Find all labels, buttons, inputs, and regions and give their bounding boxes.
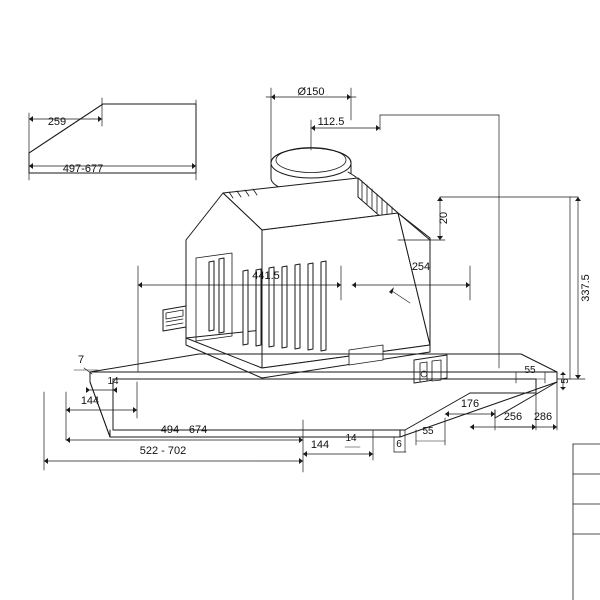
- hood-body: [162, 177, 448, 384]
- dim-55-right: 55: [524, 365, 536, 376]
- dim-497-677: 497-677: [63, 163, 103, 175]
- dim-14-left: 14: [107, 376, 119, 387]
- dims-worktop: [28, 97, 197, 181]
- dim-256: 256: [504, 411, 522, 423]
- dim-20: 20: [438, 212, 450, 224]
- dim-55-bottom: 55: [422, 426, 434, 437]
- dim-441-5: 441.5: [252, 270, 280, 282]
- dim-176: 176: [461, 398, 479, 410]
- dim-494-674: 494 - 674: [161, 424, 207, 436]
- dim-diameter-150: Ø150: [298, 86, 325, 98]
- right-reference-lines: [379, 114, 579, 380]
- dim-14-right: 14: [345, 433, 357, 444]
- worktop-cutout-outline: [28, 103, 197, 174]
- dim-5: 5: [560, 378, 571, 384]
- dim-259: 259: [48, 116, 66, 128]
- dim-337-5: 337.5: [580, 274, 592, 302]
- dim-286: 286: [534, 411, 552, 423]
- dim-112-5: 112.5: [318, 116, 345, 128]
- dimension-leaders: [43, 87, 586, 473]
- dim-7: 7: [78, 354, 84, 366]
- title-block: [572, 443, 600, 600]
- dim-6: 6: [396, 439, 402, 450]
- dim-254: 254: [412, 261, 430, 273]
- dimension-labels: 259 497-677 Ø150 112.5 20 337.5 441.5 25…: [48, 86, 592, 457]
- dim-144-right: 144: [311, 439, 329, 451]
- dim-522-702: 522 - 702: [140, 445, 186, 457]
- dim-144-left: 144: [81, 395, 99, 407]
